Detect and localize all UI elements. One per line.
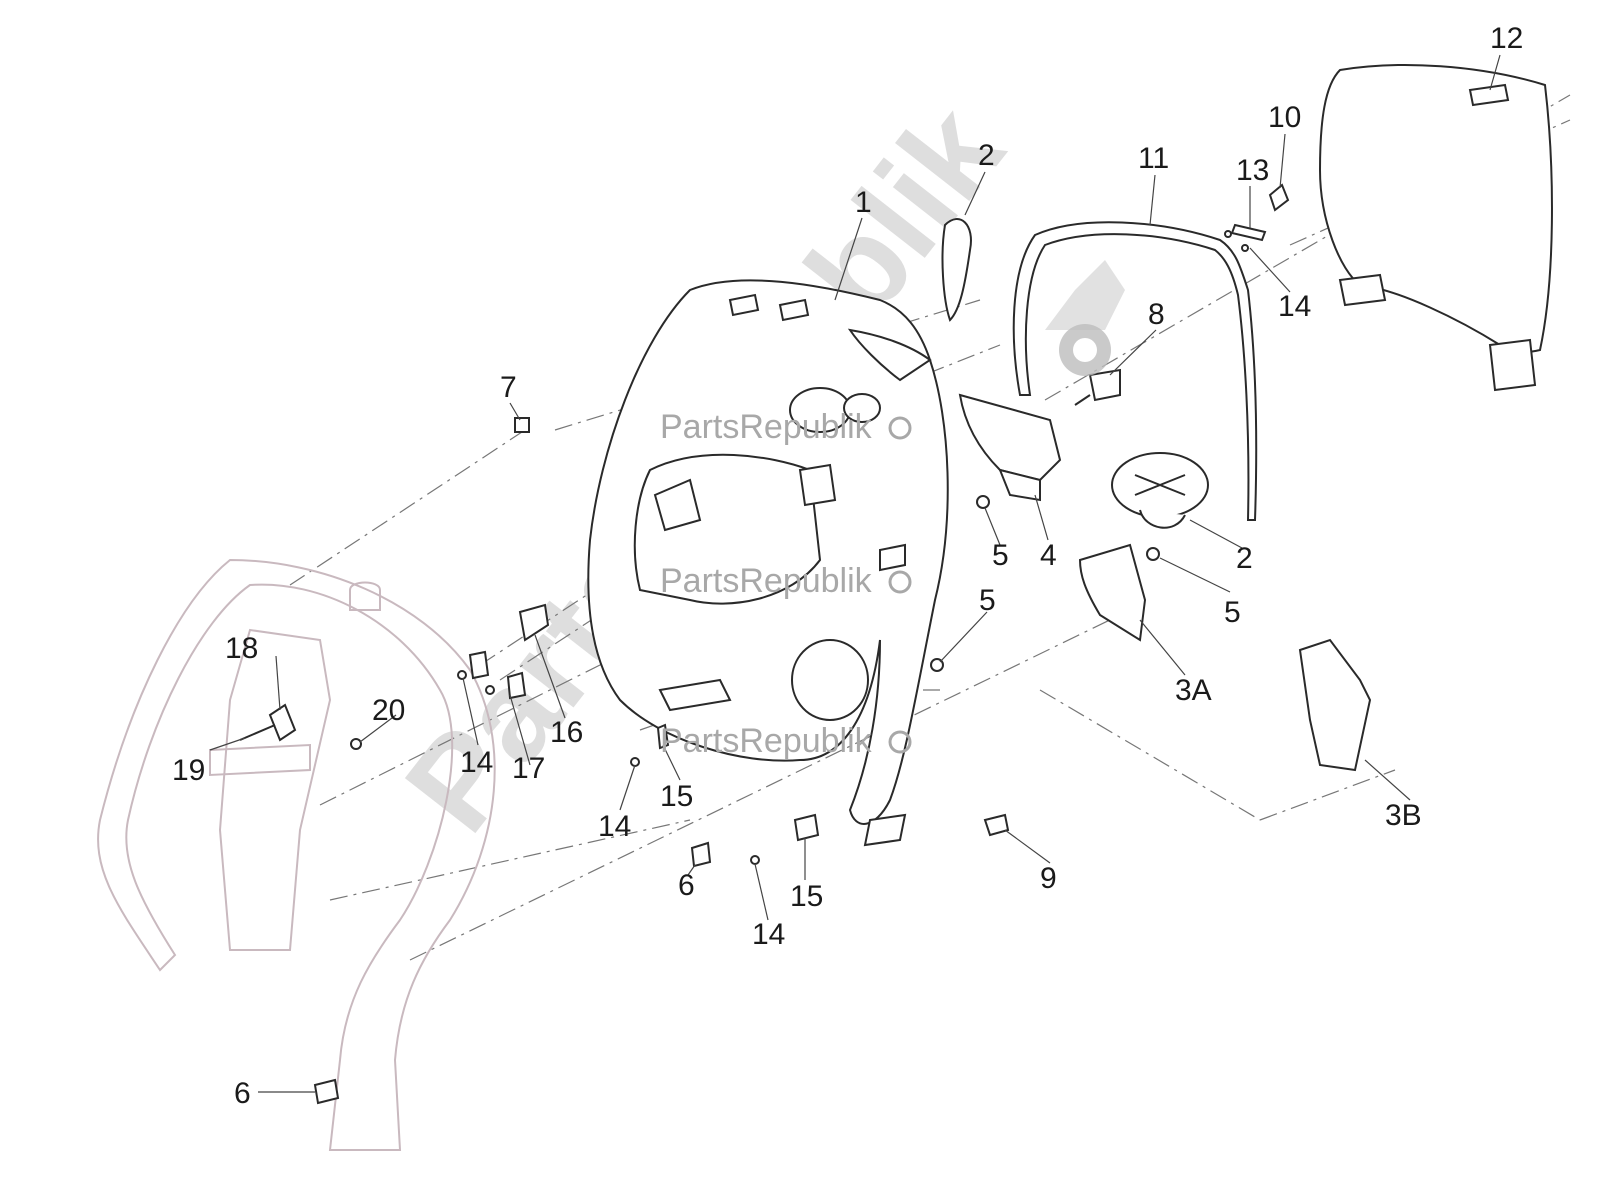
part-14-screw-e bbox=[630, 757, 640, 767]
label-part-10: 10 bbox=[1268, 101, 1301, 134]
watermark-text: PartsRepublik bbox=[660, 562, 873, 600]
label-part-1: 1 bbox=[855, 186, 872, 219]
part-20-plug bbox=[350, 738, 362, 750]
label-part-5-c: 5 bbox=[1224, 596, 1241, 629]
part-11-seal-strip bbox=[1012, 221, 1258, 521]
gear-icon bbox=[888, 730, 912, 754]
label-part-14-d: 14 bbox=[752, 918, 785, 951]
part-15-clip-b bbox=[793, 813, 820, 842]
label-part-2-top: 2 bbox=[978, 139, 995, 172]
watermark-row-3: PartsRepublik bbox=[660, 722, 912, 760]
part-3b-cover bbox=[1298, 638, 1372, 772]
watermark-row-1: PartsRepublik bbox=[660, 408, 912, 446]
gear-icon bbox=[888, 416, 912, 440]
label-part-18: 18 bbox=[225, 632, 258, 665]
label-part-3b: 3B bbox=[1385, 799, 1422, 832]
part-5-screw-a bbox=[976, 495, 990, 509]
label-part-14-a: 14 bbox=[1278, 290, 1311, 323]
part-8-knob bbox=[1074, 368, 1121, 406]
part-17-plate bbox=[506, 671, 527, 700]
part-6-clip-a bbox=[690, 841, 712, 868]
label-part-3a: 3A bbox=[1175, 674, 1212, 707]
watermark-row-2: PartsRepublik bbox=[660, 562, 912, 600]
label-part-6-b: 6 bbox=[234, 1077, 251, 1110]
part-15-clip-a bbox=[656, 723, 670, 750]
part-12-panel bbox=[1318, 64, 1553, 392]
part-14-plate bbox=[468, 650, 490, 680]
part-labels: 1 2 2 3A 3B 4 5 5 5 6 6 7 8 9 10 11 12 1… bbox=[172, 22, 1523, 1110]
part-14-screw-f bbox=[750, 855, 760, 865]
label-part-6-a: 6 bbox=[678, 869, 695, 902]
label-part-4: 4 bbox=[1040, 539, 1057, 572]
label-part-9: 9 bbox=[1040, 862, 1057, 895]
label-part-12: 12 bbox=[1490, 22, 1523, 55]
part-2-upper-cap bbox=[941, 218, 972, 322]
part-6-clip-b bbox=[313, 1078, 340, 1105]
part-16-bracket bbox=[518, 603, 550, 642]
label-part-20: 20 bbox=[372, 694, 405, 727]
part-14-screw-d bbox=[485, 685, 495, 695]
label-part-15-a: 15 bbox=[660, 780, 693, 813]
part-7-clip bbox=[514, 417, 530, 433]
part-4-housing bbox=[958, 393, 1062, 502]
part-13-bracket bbox=[1230, 223, 1267, 242]
part-9-bolt bbox=[983, 813, 1010, 837]
part-14-screw-a bbox=[1224, 230, 1232, 238]
label-part-14-c: 14 bbox=[598, 810, 631, 843]
label-part-8: 8 bbox=[1148, 298, 1165, 331]
label-part-5-a: 5 bbox=[992, 539, 1009, 572]
frame-outline bbox=[97, 558, 496, 1151]
gear-icon bbox=[1045, 260, 1125, 376]
part-14-screw-b bbox=[1241, 244, 1249, 252]
label-part-17: 17 bbox=[512, 752, 545, 785]
label-part-19: 19 bbox=[172, 754, 205, 787]
part-1-leg-shield bbox=[587, 279, 949, 847]
leader-lines bbox=[209, 54, 1501, 1093]
part-19-screw bbox=[239, 724, 276, 741]
label-part-2-vent: 2 bbox=[1236, 542, 1253, 575]
part-5-screw-b bbox=[1146, 547, 1160, 561]
label-part-13: 13 bbox=[1236, 154, 1269, 187]
label-part-11: 11 bbox=[1138, 142, 1169, 175]
label-part-7: 7 bbox=[500, 371, 517, 404]
label-part-15-b: 15 bbox=[790, 880, 823, 913]
small-hardware bbox=[239, 183, 1290, 1105]
part-18-latch bbox=[268, 703, 297, 742]
label-part-14-b: 14 bbox=[460, 746, 493, 779]
part-10-clip bbox=[1268, 183, 1290, 212]
watermark-text: PartsRepublik bbox=[660, 722, 873, 760]
label-part-16: 16 bbox=[550, 716, 583, 749]
watermark-text: PartsRepublik bbox=[660, 408, 873, 446]
part-3a-cover bbox=[1078, 543, 1147, 642]
label-part-5-b: 5 bbox=[979, 584, 996, 617]
part-2-round-vent bbox=[1111, 452, 1209, 529]
gear-icon bbox=[888, 570, 912, 594]
part-14-screw-c bbox=[457, 670, 467, 680]
